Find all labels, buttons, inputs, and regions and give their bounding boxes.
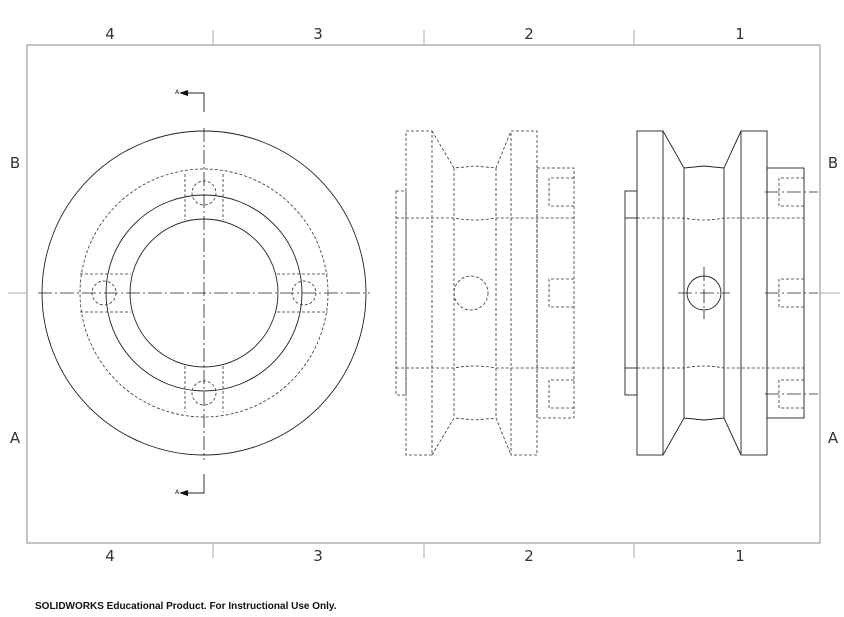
section-label-top: A [175,89,180,96]
zone-label-right-A: A [828,429,839,447]
front-view [38,90,370,496]
zone-label-bottom-3: 3 [313,547,323,565]
educational-watermark: SOLIDWORKS Educational Product. For Inst… [35,601,337,612]
zone-label-top-2: 2 [524,25,534,43]
zone-label-left-A: A [10,429,21,447]
zone-label-top-1: 1 [735,25,745,43]
zone-label-bottom-2: 2 [524,547,534,565]
zone-label-bottom-1: 1 [735,547,745,565]
side-view-hidden [395,130,575,456]
drawing-border [26,44,821,544]
section-view [624,130,818,456]
zone-label-right-B: B [828,154,838,172]
section-label-bottom: A [175,489,180,496]
zone-label-top-4: 4 [105,25,115,43]
zone-label-top-3: 3 [313,25,323,43]
zone-ticks [8,30,840,558]
zone-label-bottom-4: 4 [105,547,115,565]
zone-label-left-B: B [10,154,20,172]
